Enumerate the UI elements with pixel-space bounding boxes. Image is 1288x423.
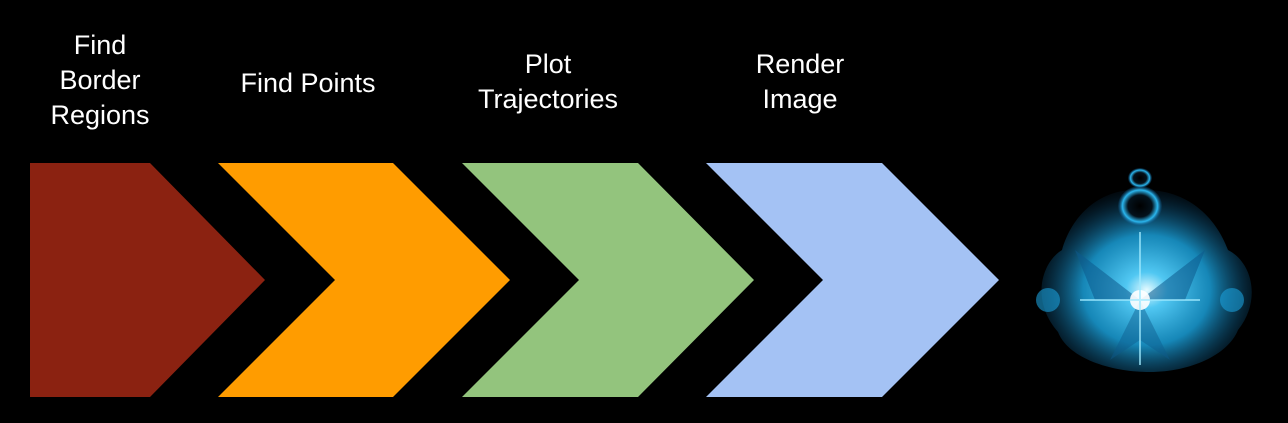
step-2-label: Find Points: [240, 68, 376, 98]
step-3-label: Plot Trajectories: [477, 49, 619, 115]
step-3-chevron: [462, 163, 754, 397]
step-4-chevron: [706, 163, 999, 397]
step-4-label: Render Image: [755, 49, 845, 115]
buddhabrot-fractal-icon: [1036, 168, 1252, 372]
step-1-label: Find Border Regions: [50, 30, 150, 131]
step-2-chevron: [218, 163, 510, 397]
step-1-chevron: [30, 163, 265, 397]
